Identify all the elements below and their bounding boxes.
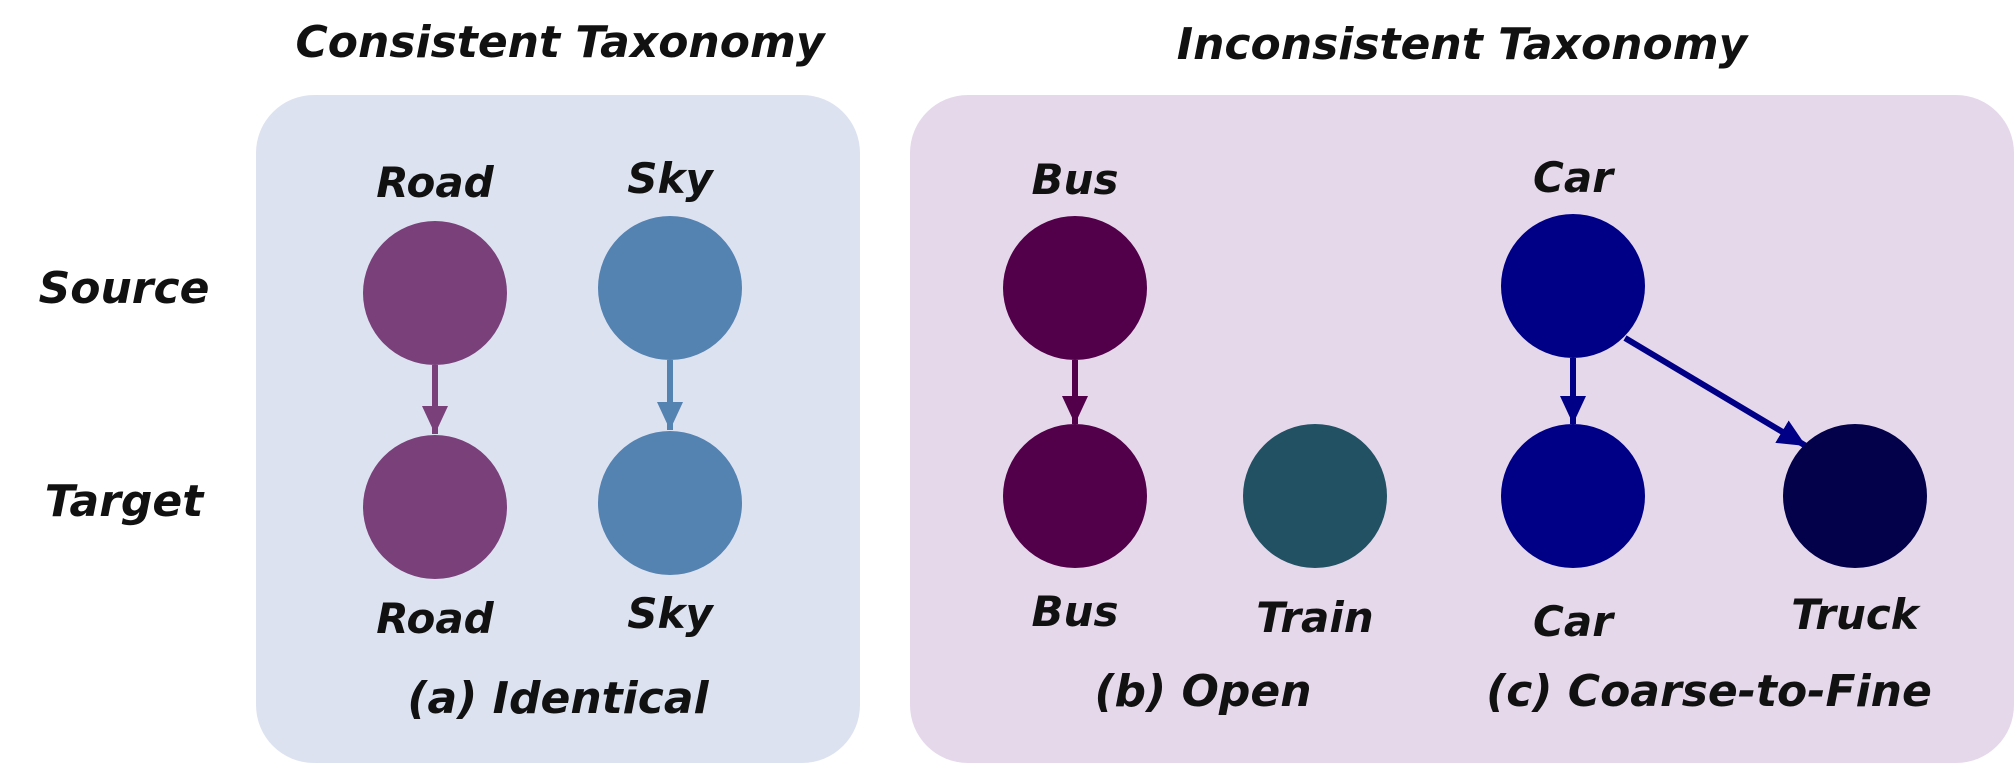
label-source-road: Road xyxy=(376,158,494,207)
label-target-truck: Truck xyxy=(1791,590,1922,639)
row-label-target: Target xyxy=(45,476,206,527)
caption-identical: (a) Identical xyxy=(407,673,709,724)
node-target-train xyxy=(1243,424,1387,568)
heading-consistent-taxonomy: Consistent Taxonomy xyxy=(295,17,826,68)
label-source-car: Car xyxy=(1533,153,1615,202)
node-source-road xyxy=(363,221,507,365)
label-target-road: Road xyxy=(376,594,494,643)
label-target-sky: Sky xyxy=(627,589,714,638)
node-target-bus xyxy=(1003,424,1147,568)
node-source-car xyxy=(1501,214,1645,358)
node-source-bus xyxy=(1003,216,1147,360)
edge-car-to-truck xyxy=(1623,335,1808,449)
label-target-train: Train xyxy=(1256,593,1373,642)
label-target-car: Car xyxy=(1533,597,1615,646)
heading-inconsistent-taxonomy: Inconsistent Taxonomy xyxy=(1177,19,1750,70)
row-label-source: Source xyxy=(39,263,210,314)
node-target-road xyxy=(363,435,507,579)
consistent-panel xyxy=(256,95,860,763)
node-target-truck xyxy=(1783,424,1927,568)
label-source-bus: Bus xyxy=(1032,155,1119,204)
caption-open: (b) Open xyxy=(1094,666,1311,717)
label-target-bus: Bus xyxy=(1032,587,1119,636)
node-target-sky xyxy=(598,431,742,575)
node-source-sky xyxy=(598,216,742,360)
node-target-car xyxy=(1501,424,1645,568)
label-source-sky: Sky xyxy=(627,154,714,203)
inconsistent-panel xyxy=(910,95,2014,763)
caption-coarse-to-fine: (c) Coarse-to-Fine xyxy=(1486,666,1932,717)
